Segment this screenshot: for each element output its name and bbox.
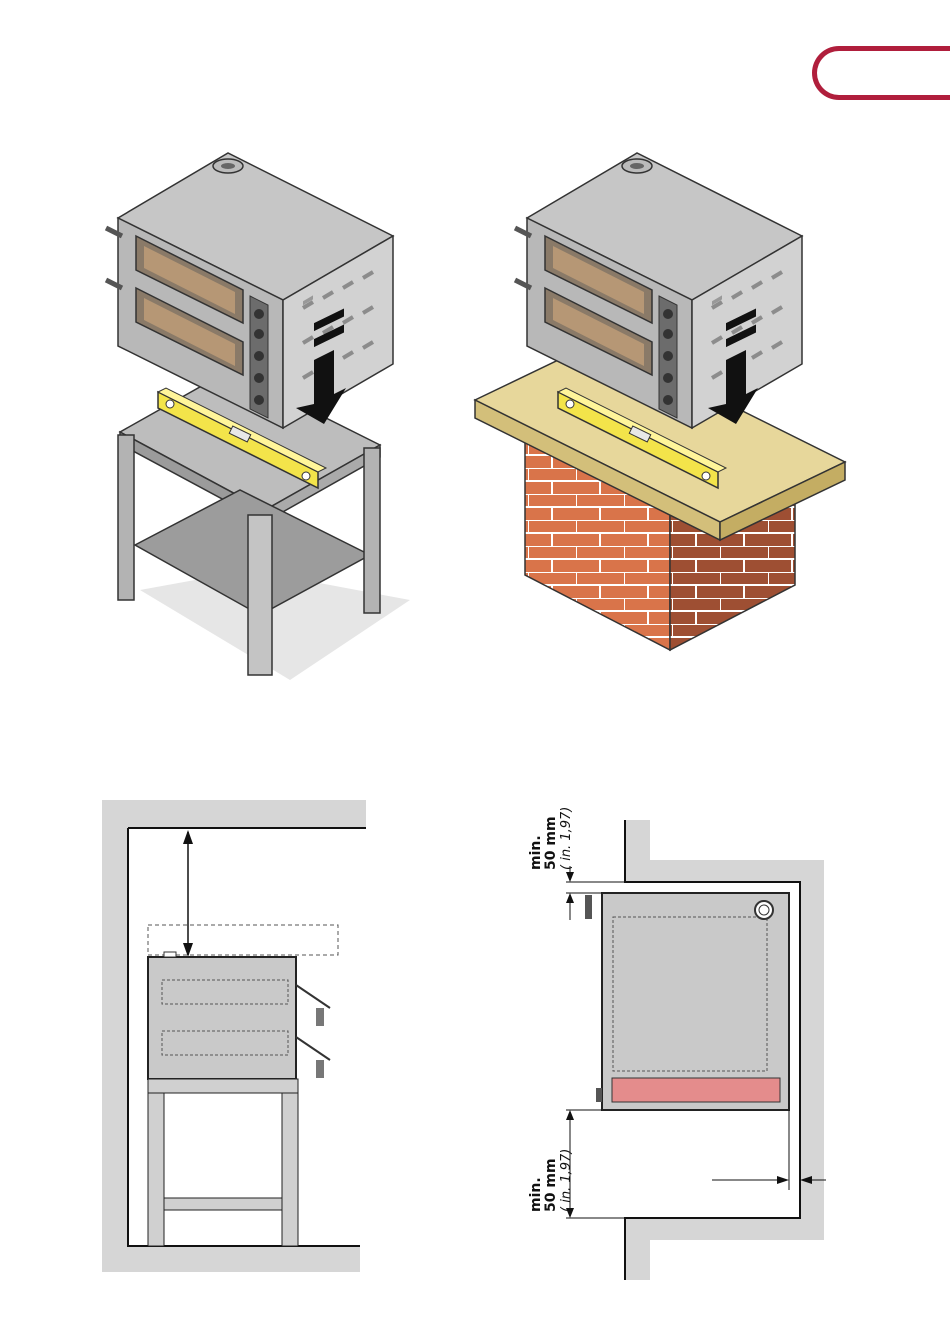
front-clearance-label: min. 50 mm ( in. 1,97): [528, 1149, 574, 1212]
rear-clearance-inches: ( in. 1,97): [559, 807, 574, 870]
rear-clearance-label: min. 50 mm ( in. 1,97): [528, 807, 574, 870]
oven-on-stand-illustration: [106, 153, 410, 680]
front-clearance-value: 50 mm: [543, 1158, 559, 1212]
rear-clearance-value: 50 mm: [543, 816, 559, 870]
top-view-clearance-diagram: [566, 820, 826, 1280]
control-panel-area: [612, 1078, 780, 1102]
rear-clearance-min: min.: [528, 835, 544, 870]
front-clearance-min: min.: [528, 1177, 544, 1212]
side-view-clearance-diagram: [102, 800, 366, 1272]
oven-on-counter-illustration: [475, 153, 845, 650]
front-clearance-inches: ( in. 1,97): [559, 1149, 574, 1212]
